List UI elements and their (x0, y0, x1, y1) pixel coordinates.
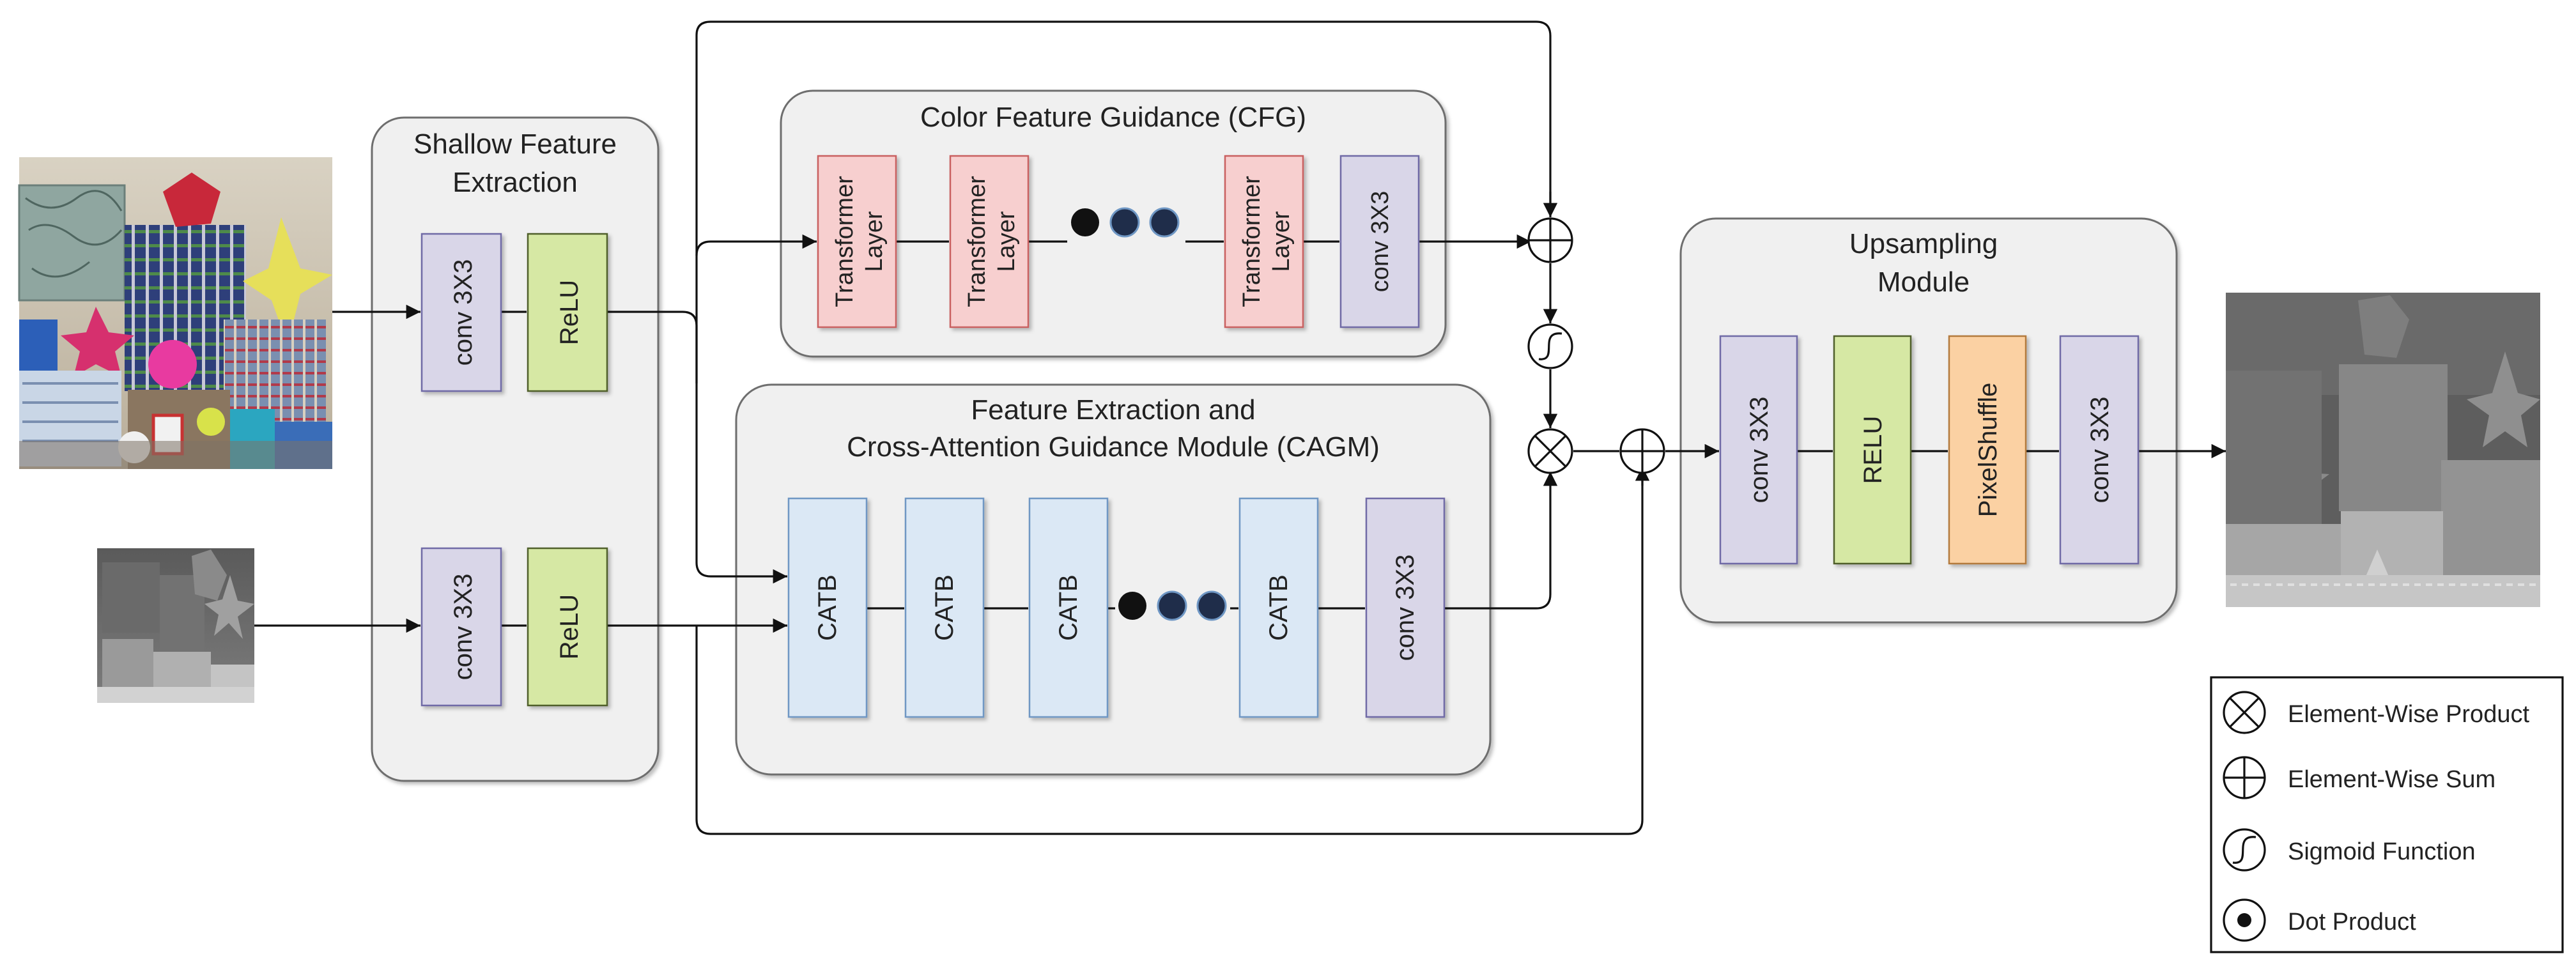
connection-wires (254, 20, 2226, 835)
svg-text:conv 3X3: conv 3X3 (1391, 555, 1419, 661)
svg-text:Transformer: Transformer (964, 176, 991, 307)
svg-text:conv 3X3: conv 3X3 (1745, 397, 1773, 504)
svg-text:PixelShuffle: PixelShuffle (1974, 383, 2002, 518)
element-wise-product-icon (1527, 428, 1573, 474)
svg-text:Layer: Layer (1268, 211, 1295, 272)
shallow-module-title-line2: Extraction (452, 167, 578, 198)
up-conv-2: conv 3X3 (2059, 335, 2140, 565)
element-wise-sum-icon-2 (1619, 428, 1665, 474)
shallow-conv-bottom: conv 3X3 (420, 547, 502, 707)
color-input-image (18, 157, 332, 469)
cagm-module-title-line1: Feature Extraction and (971, 394, 1255, 426)
svg-text:CATB: CATB (1054, 574, 1083, 641)
cagm-conv: conv 3X3 (1365, 497, 1446, 718)
cagm-catb-1: CATB (787, 497, 868, 718)
cfg-conv: conv 3X3 (1339, 155, 1420, 328)
depth-input-image (97, 548, 254, 703)
shallow-relu-bottom: ReLU (527, 547, 608, 707)
up-relu: RELU (1833, 335, 1912, 565)
shallow-conv-top: conv 3X3 (420, 233, 502, 392)
cfg-transformer-layer-3: Transformer Layer (1224, 155, 1304, 328)
svg-text:RELU: RELU (1859, 416, 1887, 484)
legend-sigmoid-label: Sigmoid Function (2288, 838, 2476, 865)
svg-text:CATB: CATB (930, 574, 959, 641)
svg-text:Layer: Layer (993, 211, 1020, 272)
sigmoid-icon (1527, 323, 1573, 369)
element-wise-sum-icon (1527, 217, 1573, 263)
legend-product-icon (2223, 691, 2266, 734)
cagm-module-title-line2: Cross-Attention Guidance Module (CAGM) (847, 431, 1380, 463)
svg-text:CATB: CATB (1265, 574, 1293, 641)
legend-sigmoid-icon (2223, 828, 2266, 872)
up-conv-1: conv 3X3 (1719, 335, 1798, 565)
svg-text:conv 3X3: conv 3X3 (449, 574, 477, 681)
svg-text:Transformer: Transformer (831, 176, 858, 307)
up-pixelshuffle: PixelShuffle (1948, 335, 2027, 565)
svg-text:ReLU: ReLU (555, 594, 583, 659)
upsampling-module (1679, 217, 2178, 624)
legend: Element-Wise Product Element-Wise Sum Si… (2210, 676, 2564, 953)
svg-text:ReLU: ReLU (555, 280, 583, 345)
svg-text:conv 3X3: conv 3X3 (449, 259, 477, 366)
legend-dot-label: Dot Product (2288, 909, 2416, 935)
legend-sum-icon (2223, 756, 2266, 799)
upsampling-module-title-line1: Upsampling (1849, 228, 1998, 259)
cagm-catb-3: CATB (1028, 497, 1109, 718)
svg-text:conv 3X3: conv 3X3 (2086, 397, 2114, 504)
cagm-catb-4: CATB (1238, 497, 1319, 718)
cfg-ellipsis-dots (1071, 207, 1180, 238)
shallow-module-title-line1: Shallow Feature (413, 128, 617, 160)
cfg-transformer-layer-2: Transformer Layer (949, 155, 1030, 328)
output-depth-image (2226, 293, 2540, 607)
cagm-ellipsis-dots (1118, 590, 1227, 621)
svg-text:conv 3X3: conv 3X3 (1367, 191, 1394, 292)
shallow-feature-module (371, 116, 659, 782)
svg-text:Transformer: Transformer (1238, 176, 1265, 307)
legend-product-label: Element-Wise Product (2288, 701, 2529, 728)
legend-dot-icon (2223, 898, 2266, 942)
cfg-transformer-layer-1: Transformer Layer (817, 155, 897, 328)
cfg-module-title: Color Feature Guidance (CFG) (920, 102, 1306, 133)
upsampling-module-title-line2: Module (1878, 266, 1970, 298)
legend-sum-label: Element-Wise Sum (2288, 766, 2495, 793)
svg-text:Layer: Layer (861, 211, 888, 272)
svg-text:CATB: CATB (814, 574, 842, 641)
cagm-catb-2: CATB (904, 497, 985, 718)
shallow-relu-top: ReLU (527, 233, 608, 392)
